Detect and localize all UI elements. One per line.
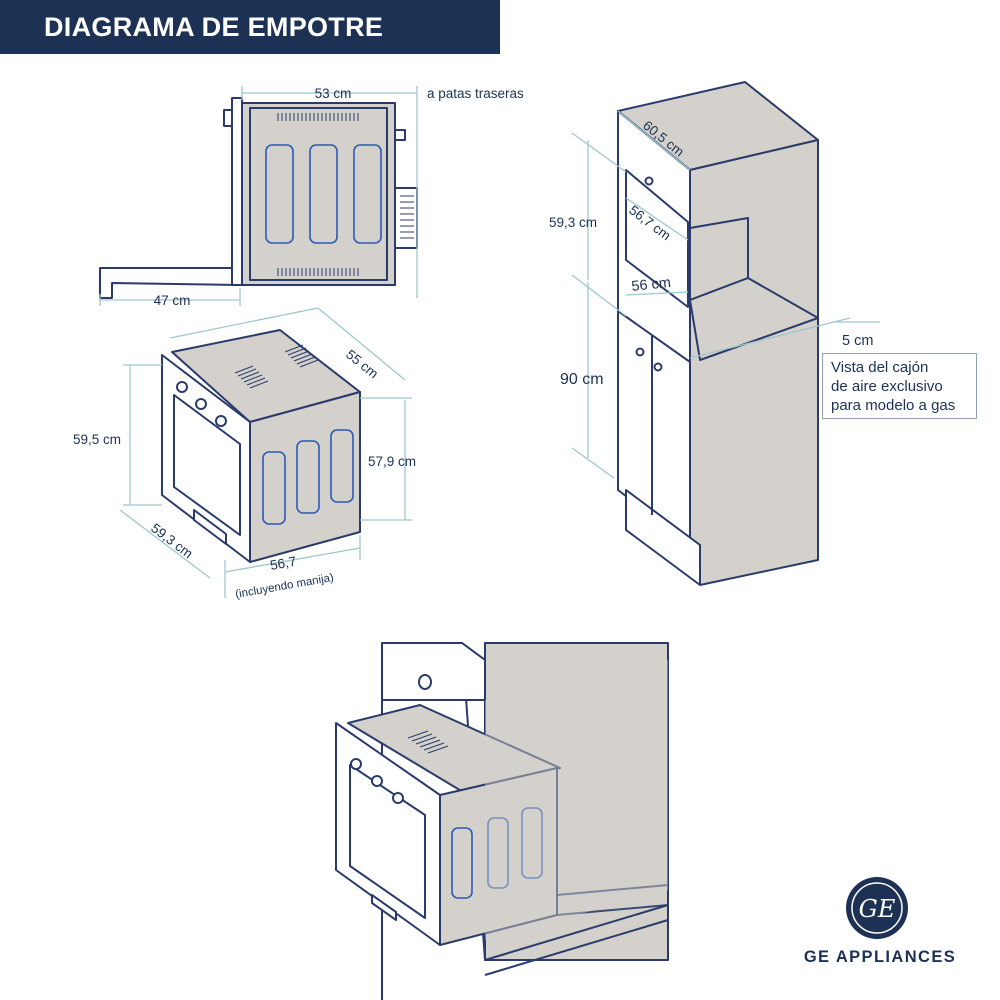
- top-view-rear-legs-label: a patas traseras: [427, 86, 524, 101]
- cabinet-niche-height-label: 59,3 cm: [549, 215, 597, 230]
- cabinet-top-depth-dimension: [617, 110, 691, 171]
- front-view-door: [161, 354, 251, 563]
- top-view-depth-label: 47 cm: [154, 293, 191, 308]
- cabinet-gap-label: 5 cm: [842, 333, 873, 349]
- title-bar: DIAGRAMA DE EMPOTRE: [0, 0, 500, 54]
- top-view-inner: [249, 107, 388, 281]
- front-view-panel-3: [330, 429, 354, 503]
- front-view-handle-note: (incluyendo manija): [234, 572, 334, 601]
- installation-oven-handle: [371, 894, 397, 921]
- top-view-front-frame: [231, 97, 243, 286]
- top-view-panel-3: [353, 144, 382, 244]
- front-view-width-dimension: [119, 509, 211, 579]
- brand-name: GE APPLIANCES: [803, 948, 957, 966]
- front-view-vents-1: [234, 365, 269, 389]
- top-view-rear-leg: [394, 129, 406, 141]
- gas-model-note: Vista del cajón de aire exclusivo para m…: [822, 353, 977, 419]
- front-view-width-label: 59,3 cm: [148, 520, 195, 561]
- top-view-panel-1: [265, 144, 294, 244]
- top-view-knob: [223, 109, 233, 127]
- top-view-vents-top: [277, 113, 359, 121]
- note-line-2: de aire exclusivo: [831, 378, 943, 395]
- front-view-vents-2: [284, 344, 319, 368]
- cabinet-base-height-label: 90 cm: [560, 371, 604, 388]
- note-line-1: Vista del cajón: [831, 359, 929, 376]
- front-view-window: [173, 394, 241, 536]
- front-view-handle-label: 56,7: [269, 554, 297, 573]
- installation-knob-3: [392, 792, 404, 804]
- cabinet-door-handle-left: [635, 347, 645, 357]
- cabinet-plinth: [625, 489, 701, 586]
- cabinet-door-handle-right: [653, 362, 663, 372]
- installation-panel-2: [487, 817, 509, 889]
- installation-vents: [407, 730, 449, 754]
- front-view-knob-2: [195, 398, 207, 410]
- front-view-handle: [193, 509, 227, 545]
- front-view-panel-1: [262, 451, 286, 525]
- front-view-knob-3: [215, 415, 227, 427]
- top-view-vents-bottom: [277, 268, 359, 276]
- cabinet-niche-depth-dimension: [625, 291, 689, 296]
- top-view: 53 cm a patas traseras 47 cm: [99, 86, 524, 308]
- page-title: DIAGRAMA DE EMPOTRE: [44, 12, 384, 42]
- installation-view: [335, 642, 669, 1000]
- front-view-knob-1: [176, 381, 188, 393]
- note-line-3: para modelo a gas: [831, 397, 956, 414]
- top-view-connector-fins: [400, 195, 414, 239]
- installation-oven-door: [335, 722, 441, 946]
- ge-logo-icon: GE: [846, 877, 908, 939]
- installation-cabinet-handle: [418, 674, 432, 690]
- installation-cabinet-front: [381, 642, 486, 701]
- cabinet-upper-handle: [644, 176, 654, 186]
- top-view-panel-2: [309, 144, 338, 244]
- installation-panel-1: [451, 827, 473, 899]
- ge-logo-text: GE: [859, 895, 896, 923]
- front-view-handle-dimension: [224, 547, 361, 573]
- installation-panel-3: [521, 807, 543, 879]
- cabinet-niche-floor: [689, 277, 819, 361]
- front-view-body-height-label: 57,9 cm: [368, 454, 416, 469]
- installation-knob-1: [350, 758, 362, 770]
- cabinet: 60,5 cm 59,3 cm 56,7 cm 56 cm 90 cm 5 cm: [549, 81, 880, 586]
- cabinet-niche-depth-label: 56 cm: [631, 275, 672, 295]
- cabinet-niche: [625, 169, 689, 308]
- front-view-height-label: 59,5 cm: [73, 432, 121, 447]
- front-view-depth-dimension: [317, 307, 406, 381]
- front-view-panel-2: [296, 440, 320, 514]
- top-view-rear-connector: [394, 187, 418, 249]
- cabinet-right-face: [689, 139, 819, 586]
- front-view-depth-label: 55 cm: [343, 347, 381, 382]
- cabinet-niche-width-dimension: [625, 197, 689, 241]
- installation-knob-2: [371, 775, 383, 787]
- front-view: 55 cm 59,5 cm 57,9 cm 59,3 cm 56,7 (incl…: [73, 307, 416, 601]
- top-view-width-label: 53 cm: [315, 86, 352, 101]
- cabinet-gap-dimension: [689, 317, 851, 359]
- installation-oven-top: [347, 704, 561, 796]
